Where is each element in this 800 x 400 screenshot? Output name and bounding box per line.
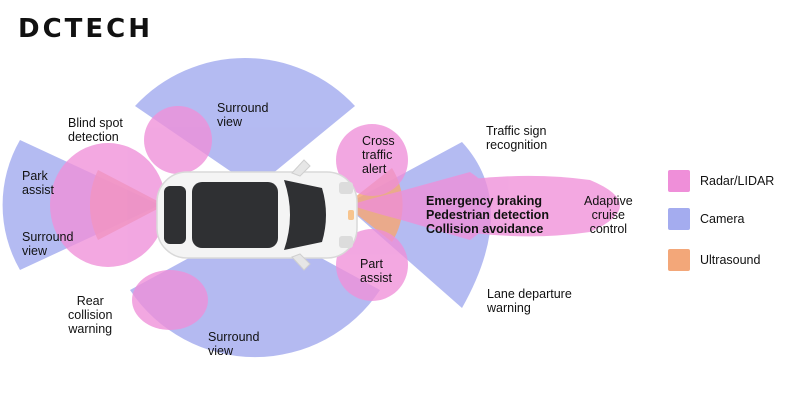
radar-zones xyxy=(50,106,620,330)
car-top-view xyxy=(156,159,358,271)
car-windshield xyxy=(284,180,326,250)
legend-item-camera: Camera xyxy=(668,208,798,230)
car-headlight-bottom xyxy=(339,236,353,248)
legend-label-camera: Camera xyxy=(700,212,745,226)
legend-item-ultrasound: Ultrasound xyxy=(668,249,798,271)
legend-swatch-camera xyxy=(668,208,690,230)
radar-zone-mid-range xyxy=(350,172,495,240)
legend-item-radar-lidar: Radar/LIDAR xyxy=(668,170,798,192)
radar-zone-front-upper xyxy=(336,124,408,196)
radar-zone-top-side xyxy=(144,106,212,174)
radar-zone-blind-spot-lower xyxy=(132,270,208,330)
radar-zone-blind-spot-upper xyxy=(50,143,166,267)
car-side-mirror-top xyxy=(291,159,311,177)
legend-swatch-radar xyxy=(668,170,690,192)
legend-label-radar: Radar/LIDAR xyxy=(700,174,775,188)
legend-swatch-ultrasound xyxy=(668,249,690,271)
car-headlight-top xyxy=(339,182,353,194)
dctech-logo: DCTECH xyxy=(18,14,153,44)
radar-zone-front-lower xyxy=(336,229,408,301)
car-front-accent xyxy=(348,210,354,220)
camera-zone-top-surround xyxy=(135,57,355,188)
car-roof-glass xyxy=(192,182,278,248)
car-side-mirror-bottom xyxy=(291,253,311,271)
car-rear-window xyxy=(164,186,186,244)
legend-label-ultrasound: Ultrasound xyxy=(700,253,761,267)
